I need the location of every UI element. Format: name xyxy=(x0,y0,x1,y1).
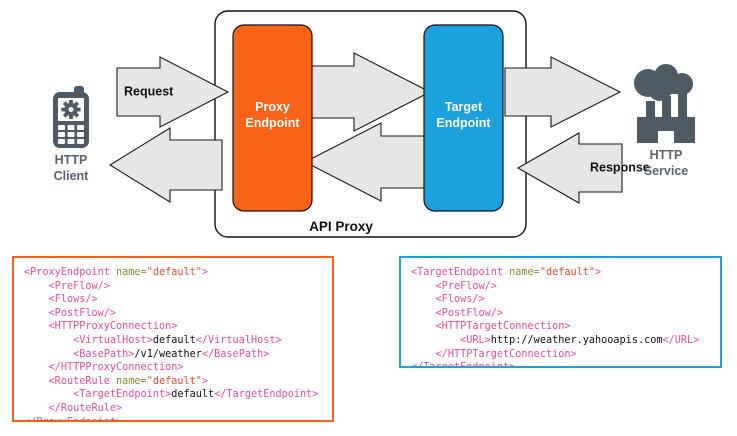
arrow-proxy-out xyxy=(108,127,223,203)
code-line: <VirtualHost>default</VirtualHost> xyxy=(24,334,322,348)
code-token: name= xyxy=(509,267,540,278)
code-token: <HTTPProxyConnection> xyxy=(48,321,178,333)
api-proxy-container-label: API Proxy xyxy=(309,219,373,234)
code-token: default xyxy=(152,334,196,346)
code-token xyxy=(411,321,436,332)
proxy-endpoint-label-line1: Proxy xyxy=(255,100,290,114)
code-line: <TargetEndpoint>default</TargetEndpoint> xyxy=(24,388,322,402)
arrow-response-label: Response xyxy=(590,160,650,174)
code-line: </HTTPProxyConnection> xyxy=(24,361,322,375)
code-token xyxy=(411,335,460,346)
proxy-endpoint-code-block: <ProxyEndpoint name="default"> <PreFlow/… xyxy=(12,256,334,422)
code-token: <PreFlow/> xyxy=(435,280,497,292)
code-token: > xyxy=(201,375,209,387)
code-line: <PreFlow/> xyxy=(411,280,710,294)
code-token xyxy=(24,335,73,346)
target-endpoint-code-block: <TargetEndpoint name="default"> <PreFlow… xyxy=(399,256,722,368)
http-client-node: HTTP Client xyxy=(53,86,89,183)
code-token xyxy=(24,308,49,319)
code-line: <HTTPTargetConnection> xyxy=(411,320,710,334)
http-service-label-line2: Service xyxy=(644,164,689,178)
target-endpoint-label-line1: Target xyxy=(445,100,483,114)
target-endpoint-box[interactable] xyxy=(423,24,504,212)
code-token: /v1/weather xyxy=(134,348,202,360)
http-service-label-line1: HTTP xyxy=(650,148,683,162)
code-token: </TargetEndpoint> xyxy=(214,389,319,401)
code-token xyxy=(24,281,49,292)
code-token: <BasePath> xyxy=(73,348,135,360)
code-token: <PreFlow/> xyxy=(48,280,110,292)
arrow-response-in: Response xyxy=(516,132,650,204)
code-line: <Flows/> xyxy=(24,293,322,307)
code-token: <VirtualHost> xyxy=(73,334,153,346)
arrow-target-out xyxy=(504,56,622,128)
code-line: <PostFlow/> xyxy=(411,307,710,321)
code-token: <TargetEndpoint xyxy=(411,267,510,278)
code-token: <RouteRule xyxy=(48,375,117,387)
code-line: <TargetEndpoint name="default"> xyxy=(411,266,710,280)
api-proxy-flow-diagram: Request Response Proxy Endpoint xyxy=(53,10,695,238)
code-token: </HTTPProxyConnection> xyxy=(48,362,184,374)
http-service-node: HTTP Service xyxy=(634,64,695,178)
code-token: > xyxy=(595,267,602,278)
code-token xyxy=(24,376,49,387)
factory-cloud-icon xyxy=(634,64,695,143)
code-token: </URL> xyxy=(662,334,700,346)
code-line: <BasePath>/v1/weather</BasePath> xyxy=(24,348,322,362)
code-token xyxy=(24,362,49,373)
code-token: > xyxy=(201,267,209,278)
code-token: <TargetEndpoint> xyxy=(73,389,172,401)
code-token xyxy=(24,294,49,305)
code-token xyxy=(24,321,49,332)
code-token: </VirtualHost> xyxy=(195,334,282,346)
http-client-label-line2: Client xyxy=(54,169,90,183)
proxy-endpoint-node[interactable]: Proxy Endpoint xyxy=(232,24,313,212)
code-line: </TargetEndpoint> xyxy=(411,361,710,368)
code-token: <Flows/> xyxy=(435,294,485,306)
code-token: <URL> xyxy=(460,334,491,346)
proxy-endpoint-box[interactable] xyxy=(232,24,313,212)
code-token: </BasePath> xyxy=(201,348,270,360)
code-token: <PostFlow/> xyxy=(48,307,117,319)
code-token xyxy=(24,389,73,400)
code-token xyxy=(411,308,436,319)
code-token: "default" xyxy=(146,375,202,387)
http-client-label-line1: HTTP xyxy=(55,153,88,167)
mobile-phone-gear-icon xyxy=(53,86,89,148)
proxy-endpoint-label-line2: Endpoint xyxy=(245,116,300,130)
arrow-request-label: Request xyxy=(124,84,174,98)
code-token xyxy=(411,281,436,292)
code-token xyxy=(24,349,73,360)
code-token: <ProxyEndpoint xyxy=(24,267,117,278)
code-token xyxy=(411,349,436,360)
code-line: <PostFlow/> xyxy=(24,307,322,321)
code-token: name= xyxy=(116,375,147,387)
code-line: <PreFlow/> xyxy=(24,280,322,294)
code-line: <ProxyEndpoint name="default"> xyxy=(24,266,322,280)
arrow-request-in: Request xyxy=(116,56,230,128)
code-token: "default" xyxy=(146,267,202,278)
code-token: </HTTPTargetConnection> xyxy=(435,348,577,360)
code-line: <URL>http://weather.yahooapis.com</URL> xyxy=(411,334,710,348)
code-token: </ProxyEndpoint> xyxy=(24,417,122,420)
code-token: </TargetEndpoint> xyxy=(411,362,516,368)
code-token: <Flows/> xyxy=(48,294,98,306)
code-token: "default" xyxy=(539,267,596,278)
target-endpoint-node[interactable]: Target Endpoint xyxy=(423,24,504,212)
code-line: <RouteRule name="default"> xyxy=(24,375,322,389)
code-line: </RouteRule> xyxy=(24,402,322,416)
code-token: </RouteRule> xyxy=(48,402,123,414)
code-token: <PostFlow/> xyxy=(435,307,504,319)
code-token: default xyxy=(171,389,215,401)
target-endpoint-label-line2: Endpoint xyxy=(436,116,491,130)
code-token xyxy=(411,294,436,305)
code-token: http://weather.yahooapis.com xyxy=(490,334,663,346)
code-line: <HTTPProxyConnection> xyxy=(24,320,322,334)
code-line: </HTTPTargetConnection> xyxy=(411,348,710,362)
code-line: </ProxyEndpoint> xyxy=(24,416,322,420)
code-token xyxy=(24,403,49,414)
code-token: name= xyxy=(116,267,147,278)
code-line: <Flows/> xyxy=(411,293,710,307)
code-token: <HTTPTargetConnection> xyxy=(435,321,571,333)
